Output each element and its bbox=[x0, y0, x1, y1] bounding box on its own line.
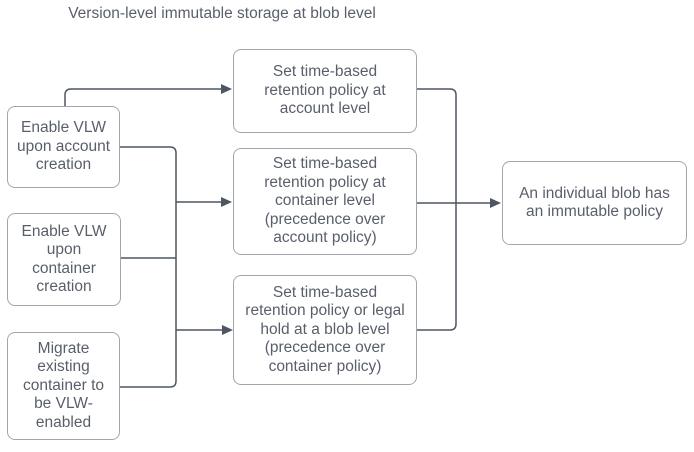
node-label: Enable VLW upon container creation bbox=[21, 222, 107, 296]
node-individual-blob-immutable-policy: An individual blob has an immutable poli… bbox=[502, 161, 687, 245]
arrowhead-m2-icon bbox=[221, 197, 232, 207]
node-label: Set time-based retention policy at accou… bbox=[264, 63, 386, 118]
node-label: Set time-based retention policy at conta… bbox=[264, 155, 386, 247]
node-label: Enable VLW upon account creation bbox=[16, 119, 111, 174]
node-retention-policy-blob-level: Set time-based retention policy or legal… bbox=[233, 275, 417, 385]
arrowhead-m3-icon bbox=[222, 325, 233, 335]
connector-right-bus bbox=[417, 88, 457, 331]
diagram-title: Version-level immutable storage at blob … bbox=[68, 5, 376, 22]
connector-l1-m1 bbox=[64, 88, 222, 106]
node-label: Set time-based retention policy or legal… bbox=[245, 283, 405, 375]
node-enable-vlw-account-creation: Enable VLW upon account creation bbox=[7, 106, 120, 188]
connector-left-bus bbox=[120, 146, 177, 388]
arrowhead-r1-icon bbox=[490, 198, 501, 208]
node-migrate-existing-container: Migrate existing container to be VLW-ena… bbox=[7, 332, 120, 440]
node-retention-policy-container-level: Set time-based retention policy at conta… bbox=[233, 148, 417, 255]
node-retention-policy-account-level: Set time-based retention policy at accou… bbox=[233, 49, 417, 133]
node-label: An individual blob has an immutable poli… bbox=[519, 184, 670, 221]
arrowhead-m1-icon bbox=[221, 84, 232, 94]
node-enable-vlw-container-creation: Enable VLW upon container creation bbox=[7, 213, 121, 306]
node-label: Migrate existing container to be VLW-ena… bbox=[23, 339, 104, 431]
